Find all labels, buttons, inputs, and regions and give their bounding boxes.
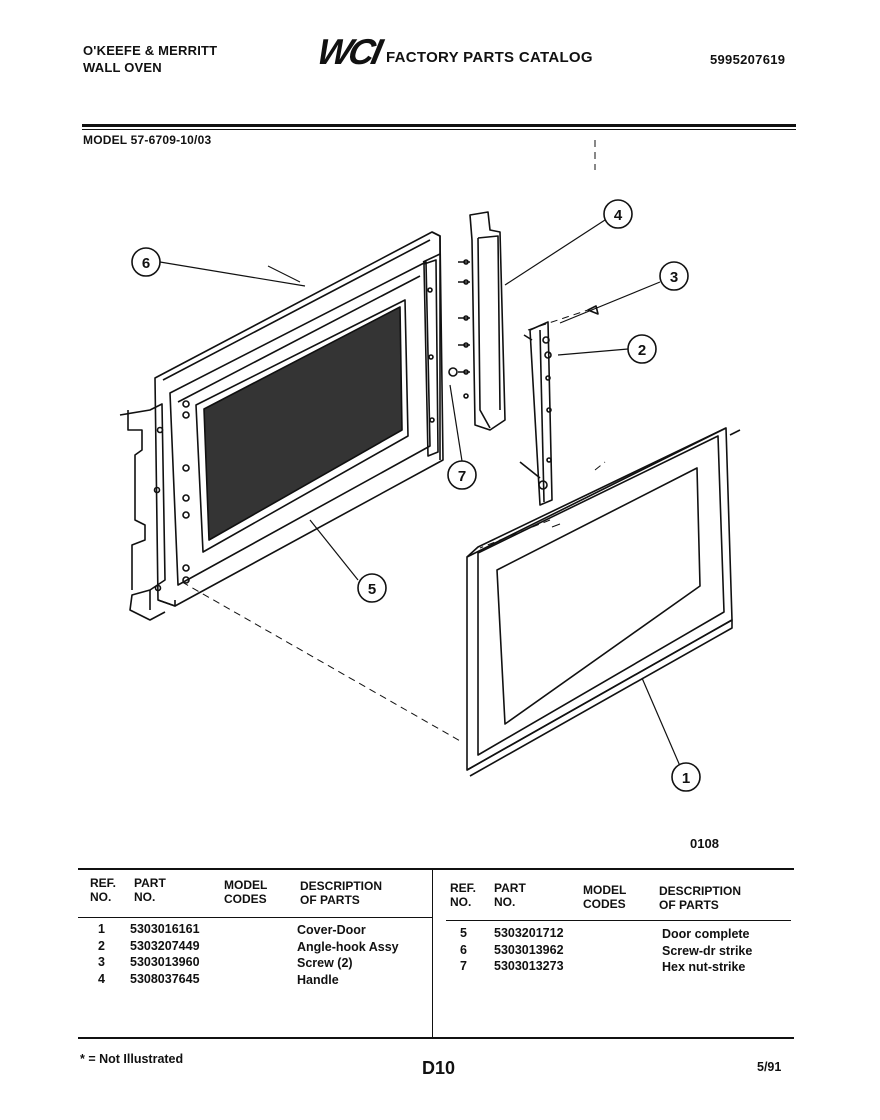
frame-right-strip: [423, 259, 439, 457]
table-cell: 5303201712: [494, 926, 564, 940]
header-underline-right: [446, 920, 791, 921]
right-ref-column: 5 6 7: [460, 925, 467, 975]
callout-2: 2: [627, 334, 657, 364]
table-cell: 4: [98, 971, 105, 986]
hex-nut-part: [448, 367, 458, 377]
left-desc-column: Cover-Door Angle-hook Assy Screw (2) Han…: [297, 922, 399, 988]
catalog-title: FACTORY PARTS CATALOG: [386, 49, 593, 66]
handle-part: [458, 211, 506, 431]
ref-no-header-right: REF.NO.: [450, 881, 477, 909]
table-cell: Angle-hook Assy: [297, 939, 399, 954]
door-window-mesh: [203, 306, 403, 541]
svg-text:6: 6: [142, 255, 150, 272]
table-cell: 5303013960: [130, 955, 200, 969]
svg-text:2: 2: [638, 342, 646, 359]
table-bottom-rule: [78, 1037, 794, 1039]
table-cell: Door complete: [662, 927, 750, 941]
frame-screws: [182, 400, 190, 584]
table-cell: 7: [460, 959, 467, 973]
table-cell: 5303016161: [130, 922, 200, 936]
callout-4: 4: [603, 199, 633, 229]
callout-leaders: [159, 219, 681, 767]
table-cell: 3: [98, 955, 105, 969]
catalog-number: 5995207619: [710, 52, 786, 67]
svg-text:3: 3: [670, 269, 678, 286]
table-cell: 5303013273: [494, 959, 564, 973]
table-top-rule: [78, 868, 794, 870]
revision-date: 5/91: [757, 1060, 782, 1074]
svg-text:7: 7: [458, 468, 466, 485]
brand-block: O'KEEFE & MERRITT WALL OVEN: [83, 42, 217, 76]
table-cell: 5: [460, 926, 467, 940]
left-ref-column: 1 2 3 4: [98, 921, 105, 987]
product-type: WALL OVEN: [83, 60, 162, 75]
figure-number: 0108: [690, 836, 719, 851]
ref-no-header: REF.NO.: [90, 876, 117, 904]
right-part-column: 5303201712 5303013962 5303013273: [494, 925, 564, 975]
exploded-parts-diagram: 1 2 3 4 5 6 7: [119, 140, 741, 792]
header-rule: [82, 124, 796, 127]
callout-6: 6: [131, 247, 161, 277]
not-illustrated-note: * = Not Illustrated: [80, 1052, 184, 1066]
right-desc-column: Door complete Screw-dr strike Hex nut-st…: [662, 926, 752, 976]
table-cell: 6: [460, 942, 467, 957]
brand-name: O'KEEFE & MERRITT: [83, 43, 218, 58]
left-part-column: 5303016161 5303207449 5303013960 5308037…: [130, 921, 200, 987]
page-code: D10: [422, 1058, 456, 1078]
table-cell: 5303013962: [494, 942, 564, 957]
callout-1: 1: [671, 762, 701, 792]
callout-7: 7: [447, 460, 477, 490]
model-number: MODEL 57-6709-10/03: [83, 133, 212, 147]
table-cell: 5303207449: [130, 938, 200, 953]
svg-text:4: 4: [614, 207, 623, 224]
table-cell: Handle: [297, 972, 339, 987]
table-cell: 1: [98, 922, 105, 936]
angle-hook-assembly: [519, 321, 553, 506]
left-hinge-bracket: [119, 403, 166, 621]
outer-door-panel: [466, 427, 741, 777]
table-cell: 5308037645: [130, 971, 200, 986]
header-underline-left: [78, 917, 432, 918]
screw-part: [587, 305, 599, 315]
callout-3: 3: [659, 261, 689, 291]
table-cell: Cover-Door: [297, 923, 366, 937]
svg-text:5: 5: [368, 581, 376, 598]
table-cell: 2: [98, 938, 105, 953]
table-divider: [432, 870, 433, 1037]
table-cell: Hex nut-strike: [662, 960, 746, 974]
callout-5: 5: [357, 573, 387, 603]
svg-text:1: 1: [682, 770, 690, 787]
header-rule-thin: [82, 129, 796, 130]
door-cover-frame: [154, 231, 444, 607]
table-cell: Screw-dr strike: [662, 943, 753, 958]
table-cell: Screw (2): [297, 956, 353, 970]
